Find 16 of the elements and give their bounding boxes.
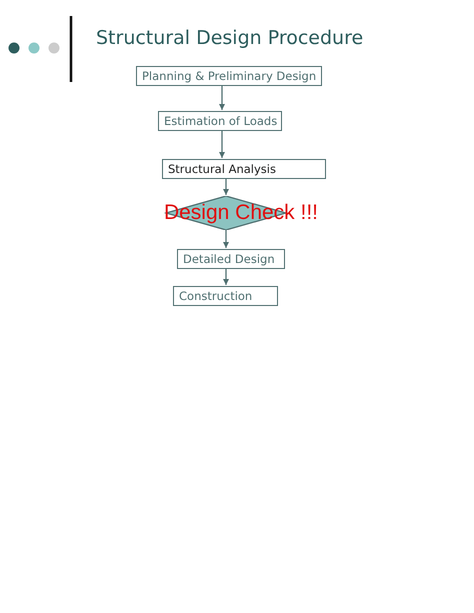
process-box	[162, 159, 326, 179]
process-box	[177, 249, 285, 269]
node-label: Structural Analysis	[168, 162, 276, 176]
process-box	[158, 111, 282, 131]
node-label: Estimation of Loads	[164, 114, 278, 128]
arrow	[219, 131, 225, 158]
process-box	[136, 66, 322, 86]
node-label: Detailed Design	[183, 252, 275, 266]
arrow	[219, 86, 225, 110]
title: Structural Design Procedure	[96, 27, 364, 49]
arrow	[223, 269, 229, 285]
process-box	[173, 286, 278, 306]
arrow	[223, 230, 229, 248]
node-label: Construction	[179, 289, 252, 303]
arrow	[223, 179, 229, 195]
node-label: Planning & Preliminary Design	[142, 69, 316, 83]
